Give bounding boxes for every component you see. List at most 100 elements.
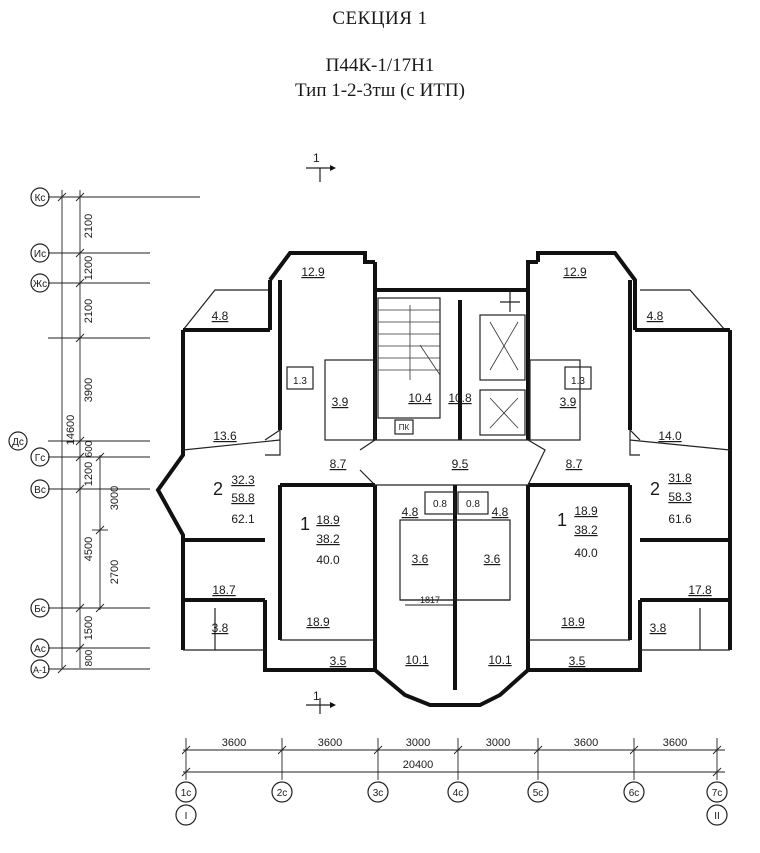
room-3-5-right: 3.5 [569, 654, 586, 668]
dim-1817: 1817 [420, 595, 440, 605]
apartment-a2-left: 2 32.3 58.8 62.1 [213, 473, 255, 526]
svg-text:Гс: Гс [35, 453, 45, 464]
left-dim-inner-1: 3000 [109, 486, 121, 510]
apartment-a1-right: 1 18.9 38.2 40.0 [557, 504, 598, 560]
apartment-total-area: 38.2 [574, 523, 598, 537]
room-8-7-left: 8.7 [330, 457, 347, 471]
apartment-number: 2 [213, 479, 223, 499]
room-0-8-right: 0.8 [466, 499, 480, 510]
section-mark-bottom-label: 1 [313, 689, 320, 703]
svg-text:7с: 7с [712, 788, 723, 799]
series-title: П44К-1/17Н1 [325, 55, 435, 76]
left-dim-4: 3900 [83, 378, 95, 402]
axis-a-1: А-1 [30, 659, 50, 679]
bottom-dim-2: 3600 [318, 737, 342, 749]
svg-text:1с: 1с [181, 788, 192, 799]
svg-text:4с: 4с [453, 788, 464, 799]
room-0-8-left: 0.8 [433, 499, 447, 510]
apartment-total-area: 58.8 [231, 491, 255, 505]
axis-is: Ис [30, 243, 50, 263]
apartment-number: 1 [557, 510, 567, 530]
svg-text:I: I [185, 811, 188, 822]
room-17-8: 17.8 [688, 583, 712, 597]
svg-text:Бс: Бс [34, 604, 46, 615]
left-dim-9: 800 [84, 649, 95, 666]
left-dim-2: 1200 [83, 256, 95, 280]
room-4-8-tr: 4.8 [647, 309, 664, 323]
bottom-dim-5: 3600 [574, 737, 598, 749]
bottom-dimension-chain: 3600 3600 3000 3000 3600 3600 20400 [181, 737, 725, 780]
apartment-total-area-b: 62.1 [231, 512, 255, 526]
bottom-dim-3: 3000 [406, 737, 430, 749]
axis-ks: Кс [30, 187, 50, 207]
axis-as: Ас [30, 638, 50, 658]
room-3-6-right: 3.6 [484, 552, 501, 566]
apartment-total-area-b: 61.6 [668, 512, 692, 526]
apartment-living-area: 32.3 [231, 473, 255, 487]
apartment-total-area: 58.3 [668, 490, 692, 504]
left-dim-inner-2: 2700 [109, 560, 121, 584]
section-mark-top-label: 1 [313, 151, 320, 165]
left-dim-8: 1500 [83, 616, 95, 640]
axis-3s: 3с [367, 781, 389, 803]
bottom-total: 20400 [403, 759, 434, 771]
axis-vs: Вс [30, 479, 50, 499]
room-3-9-left: 3.9 [332, 395, 349, 409]
left-total: 14600 [65, 415, 77, 446]
apartment-total-area-b: 40.0 [574, 546, 598, 560]
label-pk: ПК [399, 423, 410, 432]
svg-text:А-1: А-1 [33, 665, 47, 675]
axis-ds: Дс [8, 431, 28, 451]
interior-walls [182, 280, 731, 690]
svg-text:2с: 2с [277, 788, 288, 799]
bottom-dim-1: 3600 [222, 737, 246, 749]
room-1-3-left: 1.3 [293, 376, 307, 387]
axis-6s: 6с [623, 781, 645, 803]
room-12-9-right: 12.9 [563, 265, 587, 279]
room-4-8-tl: 4.8 [212, 309, 229, 323]
svg-text:6с: 6с [629, 788, 640, 799]
room-3-5-left: 3.5 [330, 654, 347, 668]
room-3-6-left: 3.6 [412, 552, 429, 566]
bottom-dim-6: 3600 [663, 737, 687, 749]
svg-text:Кс: Кс [35, 193, 46, 204]
left-dimension-chain: 2100 1200 2100 3900 600 1200 4500 1500 8… [48, 190, 200, 674]
svg-text:Жс: Жс [33, 279, 47, 290]
apartment-number: 1 [300, 514, 310, 534]
room-3-8-right: 3.8 [650, 621, 667, 635]
axis-4s: 4с [447, 781, 469, 803]
apartment-a1-left: 1 18.9 38.2 40.0 [300, 513, 340, 567]
apartment-total-area-b: 40.0 [316, 553, 340, 567]
bottom-dim-4: 3000 [486, 737, 510, 749]
room-12-9-left: 12.9 [301, 265, 325, 279]
room-labels: 12.9 12.9 4.8 4.8 3.9 3.9 10.4 10.8 ПК 1… [212, 265, 712, 668]
room-10-8: 10.8 [448, 391, 472, 405]
axis-zhs: Жс [30, 273, 50, 293]
room-13-6: 13.6 [213, 429, 237, 443]
section-mark-top: 1 [306, 151, 336, 182]
svg-text:Вс: Вс [34, 485, 46, 496]
row-axes: Кс Ис Жс Дс Гс Вс Бс Ас А-1 [8, 187, 50, 679]
svg-text:II: II [714, 811, 720, 822]
room-8-7-right: 8.7 [566, 457, 583, 471]
axis-2s: 2с [271, 781, 293, 803]
apartment-number: 2 [650, 479, 660, 499]
apartment-living-area: 18.9 [316, 513, 340, 527]
left-dim-7: 4500 [83, 537, 95, 561]
left-dim-5: 600 [84, 440, 95, 457]
room-14-0: 14.0 [658, 429, 682, 443]
svg-text:Ас: Ас [34, 644, 46, 655]
svg-text:Дс: Дс [12, 437, 24, 448]
type-title: Тип 1-2-3тш (с ИТП) [295, 80, 465, 101]
apartment-a2-right: 2 31.8 58.3 61.6 [650, 471, 692, 526]
apartment-total-area: 38.2 [316, 532, 340, 546]
room-3-9-right: 3.9 [560, 395, 577, 409]
svg-text:5с: 5с [533, 788, 544, 799]
section-mark-bottom: 1 [306, 689, 336, 714]
apartment-living-area: 31.8 [668, 471, 692, 485]
axis-I: I [175, 804, 197, 826]
left-dim-6: 1200 [83, 462, 95, 486]
room-1-3-right: 1.3 [571, 376, 585, 387]
room-9-5: 9.5 [452, 457, 469, 471]
